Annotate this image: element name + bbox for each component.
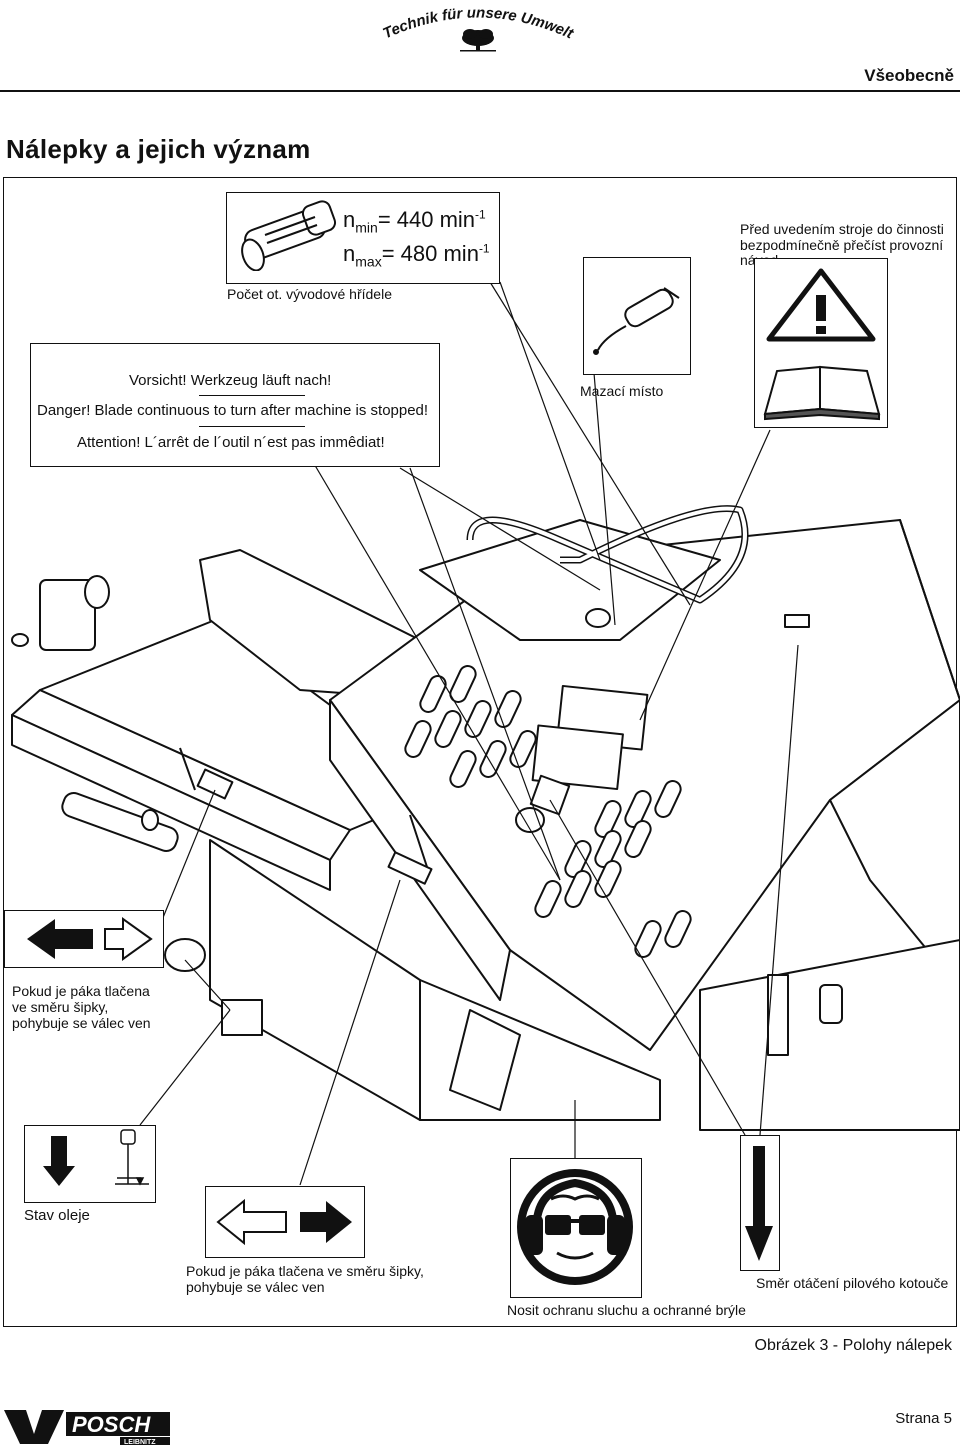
warning-line-en: Danger! Blade continuous to turn after m… xyxy=(37,402,429,419)
open-book-icon xyxy=(763,365,881,421)
section-heading: Všeobecně xyxy=(864,66,954,85)
lever-left-line2: ve směru šipky, xyxy=(12,999,109,1015)
arrow-right-filled-icon xyxy=(300,1201,352,1243)
arrow-right-outline-icon xyxy=(104,917,153,961)
rotation-label: Směr otáčení pilového kotouče xyxy=(756,1275,949,1291)
figure-caption: Obrázek 3 - Polohy nálepek xyxy=(754,1337,952,1354)
manual-notice-line1: Před uvedením stroje do činnosti xyxy=(740,221,944,237)
tree-icon xyxy=(460,29,496,52)
dipstick-icon xyxy=(115,1129,149,1186)
read-manual-sticker xyxy=(754,258,888,428)
arrow-down-icon xyxy=(43,1136,75,1186)
ppe-sticker xyxy=(510,1158,642,1298)
pto-speed-sticker: nmin= 440 min-1 nmax= 480 min-1 Počet ot… xyxy=(226,192,500,302)
arrow-left-outline-icon xyxy=(216,1198,287,1246)
blade-warning-sticker: Vorsicht! Werkzeug läuft nach! Danger! B… xyxy=(30,343,440,467)
page-title: Nálepky a jejich význam xyxy=(6,134,311,164)
header-rule xyxy=(0,90,960,92)
lever-left-line3: pohybuje se válec ven xyxy=(12,1015,151,1031)
ear-protection-icon xyxy=(533,1178,617,1220)
arrow-down-rotation-icon xyxy=(745,1146,773,1261)
warning-line-fr: Attention! L´arrêt de l´outil n´est pas … xyxy=(77,434,385,451)
pto-caption: Počet ot. vývodové hřídele xyxy=(227,286,392,302)
company-tagline-logo: Technik für unsere Umwelt xyxy=(380,4,577,52)
lever-left-line1: Pokud je páka tlačena xyxy=(12,983,150,999)
posch-logo: POSCH LEIBNITZ xyxy=(4,1410,170,1446)
page-number: Strana 5 xyxy=(895,1410,952,1427)
n-min-line: nmin= 440 min-1 xyxy=(343,207,486,236)
oil-level-label: Stav oleje xyxy=(24,1207,90,1224)
arrow-left-filled-icon xyxy=(27,919,93,959)
warning-line-de: Vorsicht! Werkzeug läuft nach! xyxy=(129,372,332,389)
safety-glasses-icon xyxy=(545,1215,605,1235)
lever-bottom-line2: pohybuje se válec ven xyxy=(186,1279,325,1295)
pto-shaft-icon xyxy=(241,200,337,271)
brand-mark-icon xyxy=(4,1410,64,1444)
lever-direction-sticker-left xyxy=(4,910,164,968)
oil-level-sticker xyxy=(24,1125,156,1203)
brand-name: POSCH xyxy=(72,1412,151,1437)
lubrication-label: Mazací místo xyxy=(580,383,664,399)
protection-label: Nosit ochranu sluchu a ochranné brýle xyxy=(507,1302,746,1318)
brand-sub: LEIBNITZ xyxy=(124,1439,156,1446)
n-max-line: nmax= 480 min-1 xyxy=(343,241,490,270)
lever-bottom-line1: Pokud je páka tlačena ve směru šipky, xyxy=(186,1263,424,1279)
lubrication-sticker xyxy=(583,257,691,375)
grease-gun-icon xyxy=(593,287,680,355)
lever-direction-sticker-bottom xyxy=(205,1186,365,1258)
rotation-sticker xyxy=(740,1135,780,1271)
